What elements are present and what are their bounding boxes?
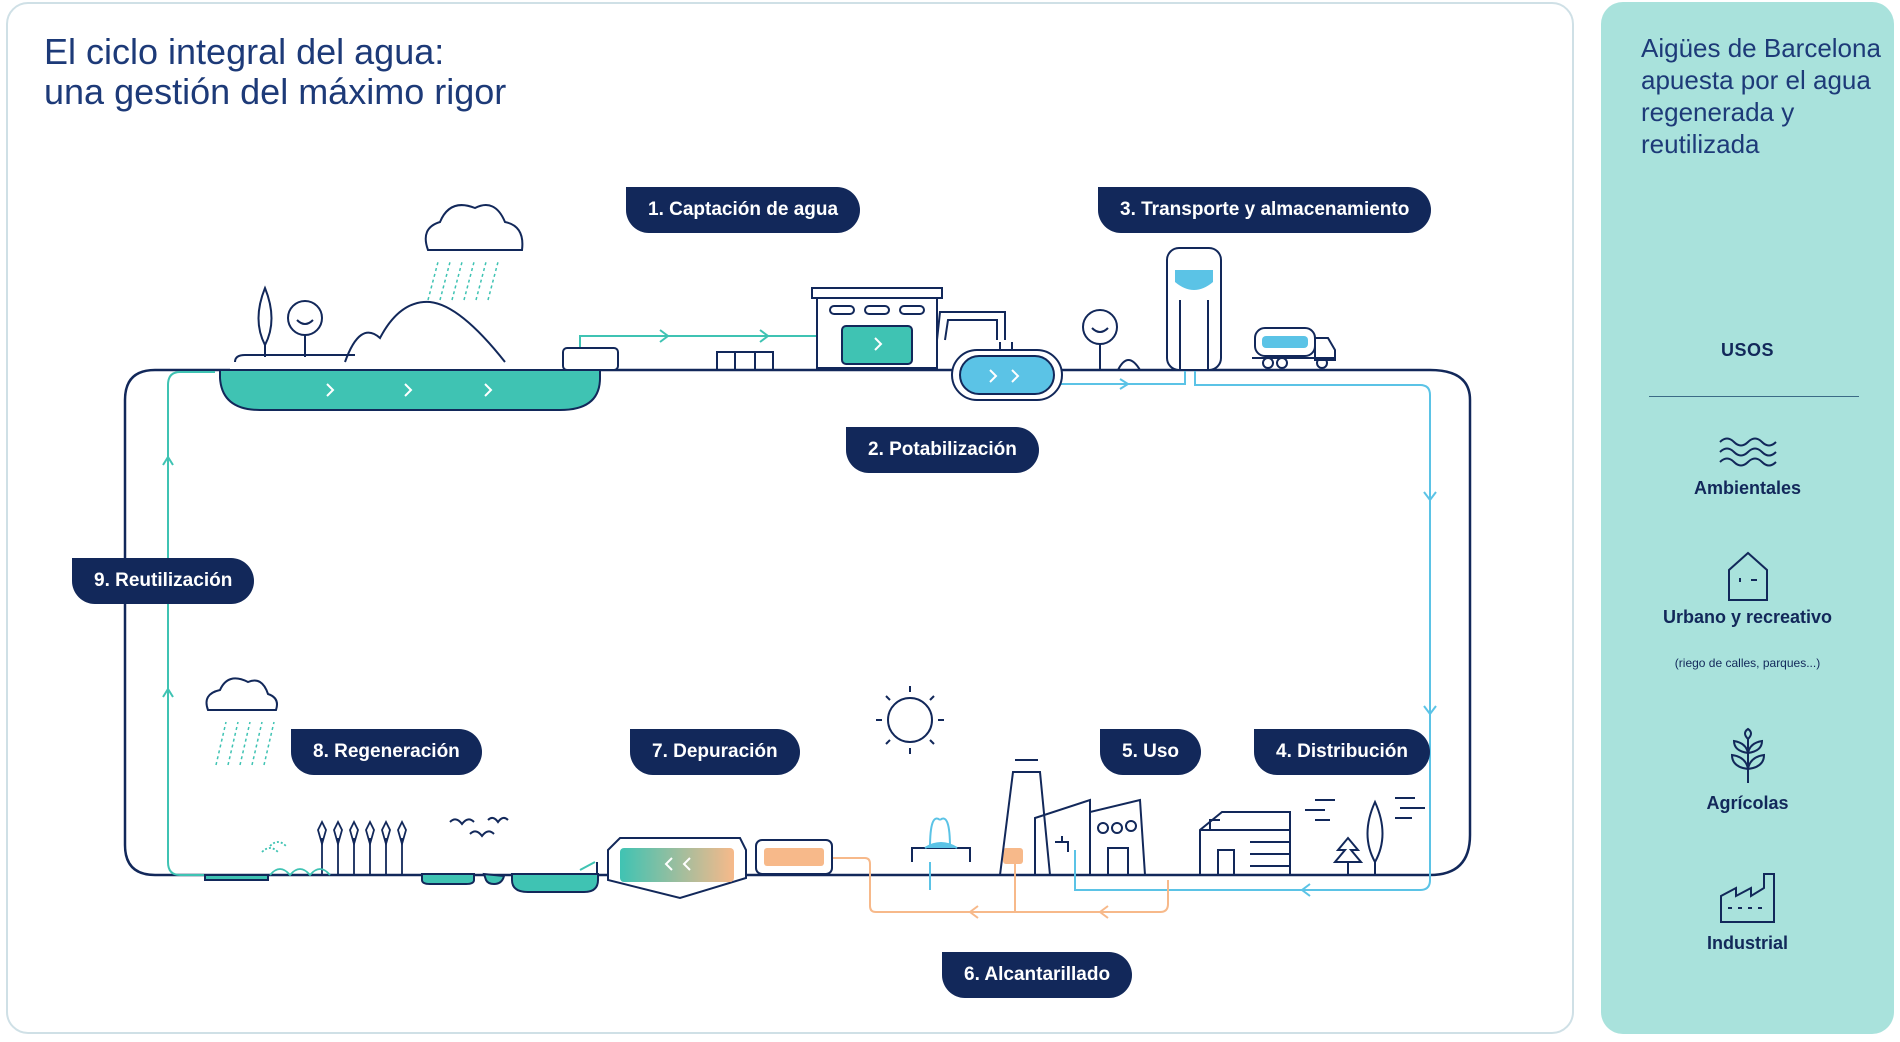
stage-label-potabilizacion: 2. Potabilización	[846, 427, 1039, 473]
use-label-urbano: Urbano y recreativo	[1662, 607, 1833, 627]
cloud-rain-icon	[424, 204, 524, 251]
house-icon	[1601, 550, 1894, 607]
use-note-urbano: (riego de calles, parques...)	[1674, 656, 1821, 670]
reuse-flow	[162, 329, 840, 876]
stage-label-transporte: 3. Transporte y almacenamiento	[1098, 187, 1432, 233]
sun-icon	[876, 686, 944, 754]
water-cycle-diagram	[123, 204, 1472, 919]
rain-lines	[427, 261, 499, 301]
title-line-1: El ciclo integral del agua:	[44, 31, 445, 72]
water-tower-icon	[1082, 247, 1222, 371]
stage-label-uso: 5. Uso	[1100, 729, 1202, 775]
regenerated-water-panel: Aigües de Barcelona apuesta por el agua …	[1601, 2, 1894, 1034]
title-line-2: una gestión del máximo rigor	[44, 71, 507, 112]
use-label-industrial: Industrial	[1706, 933, 1788, 953]
factory-icon	[1601, 872, 1894, 929]
panel-title: Aigües de Barcelona apuesta por el agua …	[1641, 33, 1881, 159]
factory-icon	[999, 759, 1146, 876]
stage-label-alcantarillado: 6. Alcantarillado	[942, 952, 1133, 998]
mountain-icon	[234, 300, 506, 363]
wastewater-plant	[596, 837, 833, 900]
truck-icon	[1252, 327, 1336, 369]
sewer-flow	[825, 848, 1169, 919]
crops-icon	[261, 819, 407, 877]
divider	[1649, 396, 1859, 397]
birds-icon	[449, 816, 509, 838]
intake-structures	[562, 347, 774, 371]
tree-icon	[257, 285, 323, 357]
stage-label-depuracion: 7. Depuración	[630, 729, 800, 775]
use-label-ambientales: Ambientales	[1693, 478, 1802, 498]
main-loop-path	[123, 368, 1472, 877]
stage-label-captacion: 1. Captación de agua	[626, 187, 861, 233]
use-label-agricolas: Agrícolas	[1706, 793, 1789, 813]
regeneration-ponds	[204, 872, 599, 893]
cloud-icon	[205, 677, 278, 711]
house-icon	[1199, 811, 1291, 876]
stage-label-reutilizacion: 9. Reutilización	[72, 558, 255, 604]
stage-label-regeneracion: 8. Regeneración	[291, 729, 482, 775]
plant-icon	[1601, 727, 1894, 790]
uses-heading: USOS	[1720, 340, 1774, 360]
stage-label-distribucion: 4. Distribución	[1254, 729, 1430, 775]
garden-trees-icon	[1305, 797, 1425, 875]
fountain-icon	[911, 817, 971, 862]
treatment-plant	[811, 287, 1063, 401]
cloud-rain-lines	[215, 721, 275, 766]
waves-icon	[1601, 434, 1894, 475]
reservoir	[219, 369, 601, 411]
page-title: El ciclo integral del agua: una gestión …	[44, 32, 506, 112]
